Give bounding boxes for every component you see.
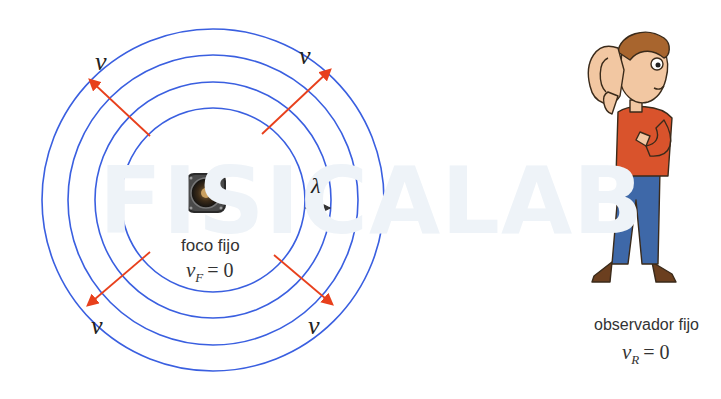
- speed-value: = 0: [207, 260, 233, 280]
- label-group: v: [91, 313, 103, 339]
- velocity-label: v: [308, 313, 320, 339]
- label-group: FISICALAB: [99, 156, 644, 248]
- label-group: v: [95, 49, 107, 75]
- observer-label: observador fijo: [594, 317, 699, 333]
- label-group: observador fijo: [594, 317, 699, 333]
- wavelength-label: λ: [311, 175, 321, 197]
- velocity-label: v: [95, 49, 107, 75]
- watermark: FISICALAB: [99, 156, 644, 248]
- speed-value: = 0: [643, 342, 669, 362]
- label-group: vR = 0: [622, 342, 670, 363]
- velocity-label: v: [91, 313, 103, 339]
- label-group: vF = 0: [186, 260, 234, 281]
- speed-subscript: R: [631, 353, 639, 366]
- label-group: foco fijo: [181, 237, 240, 254]
- speed-symbol: v: [186, 260, 195, 281]
- label-group: v: [308, 313, 320, 339]
- speed-symbol: v: [622, 342, 631, 363]
- label-group: v: [299, 43, 311, 69]
- speed-subscript: F: [195, 271, 203, 284]
- source-label: foco fijo: [181, 237, 240, 254]
- label-group: λ: [311, 175, 321, 197]
- velocity-label: v: [299, 43, 311, 69]
